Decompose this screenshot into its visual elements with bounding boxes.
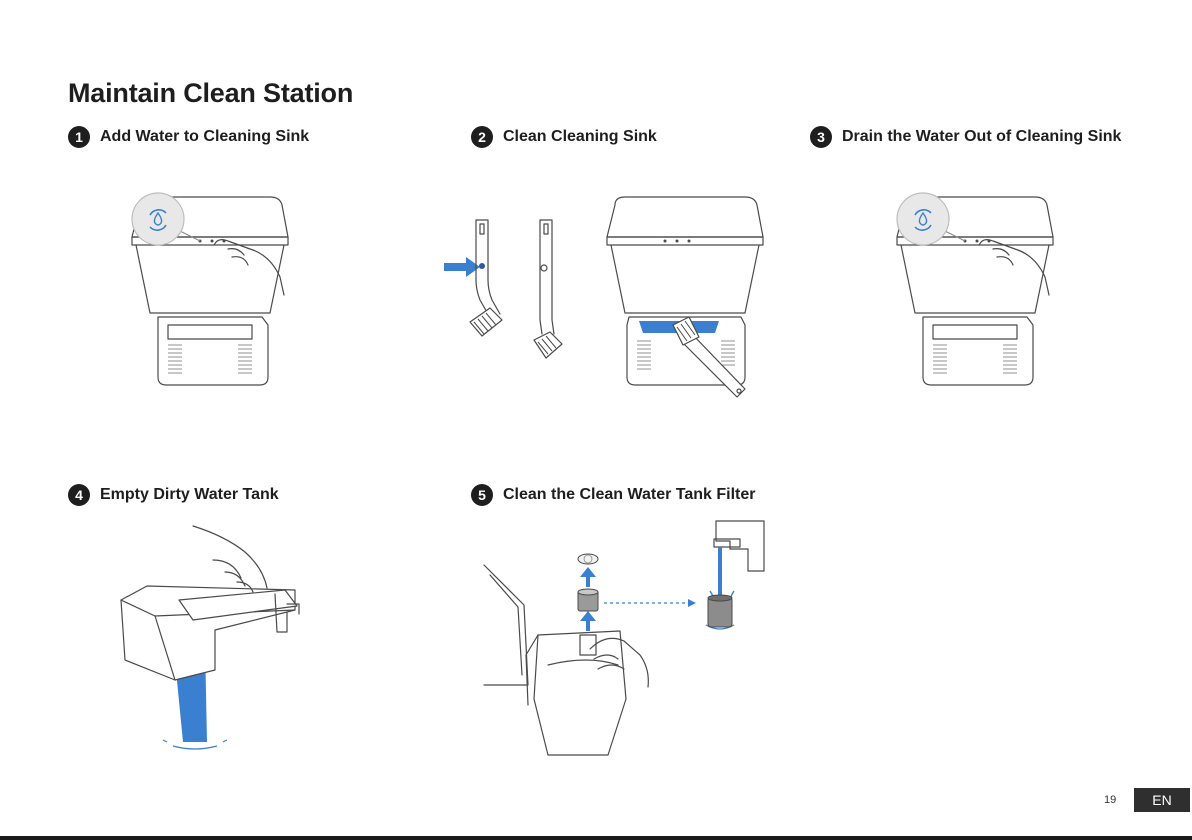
step-number-badge: 1 [68, 126, 90, 148]
page-title: Maintain Clean Station [68, 78, 353, 109]
step-number-badge: 5 [471, 484, 493, 506]
water-tank-filter-illustration [478, 515, 770, 760]
step-label: Add Water to Cleaning Sink [100, 128, 309, 146]
cleaning-brush-illustration [440, 210, 560, 380]
step-number-badge: 4 [68, 484, 90, 506]
step-number-badge: 2 [471, 126, 493, 148]
step-5-heading: 5 Clean the Clean Water Tank Filter [471, 484, 756, 506]
station-drain-water-illustration [885, 185, 1065, 395]
station-clean-sink-illustration [595, 185, 775, 405]
step-label: Drain the Water Out of Cleaning Sink [842, 128, 1121, 146]
language-tab: EN [1134, 788, 1190, 812]
page-bottom-rule [0, 836, 1192, 840]
step-3-heading: 3 Drain the Water Out of Cleaning Sink [810, 126, 1121, 148]
step-1-heading: 1 Add Water to Cleaning Sink [68, 126, 309, 148]
arrow-right-icon [444, 257, 480, 277]
dirty-water-tank-illustration [115, 520, 315, 755]
arrow-up-icon [580, 611, 596, 631]
step-2-heading: 2 Clean Cleaning Sink [471, 126, 657, 148]
step-4-heading: 4 Empty Dirty Water Tank [68, 484, 279, 506]
step-label: Empty Dirty Water Tank [100, 486, 279, 504]
page-number: 19 [1104, 794, 1116, 806]
step-label: Clean Cleaning Sink [503, 128, 657, 146]
step-label: Clean the Clean Water Tank Filter [503, 486, 756, 504]
station-add-water-illustration [120, 185, 300, 395]
step-number-badge: 3 [810, 126, 832, 148]
arrow-up-icon [580, 567, 596, 587]
